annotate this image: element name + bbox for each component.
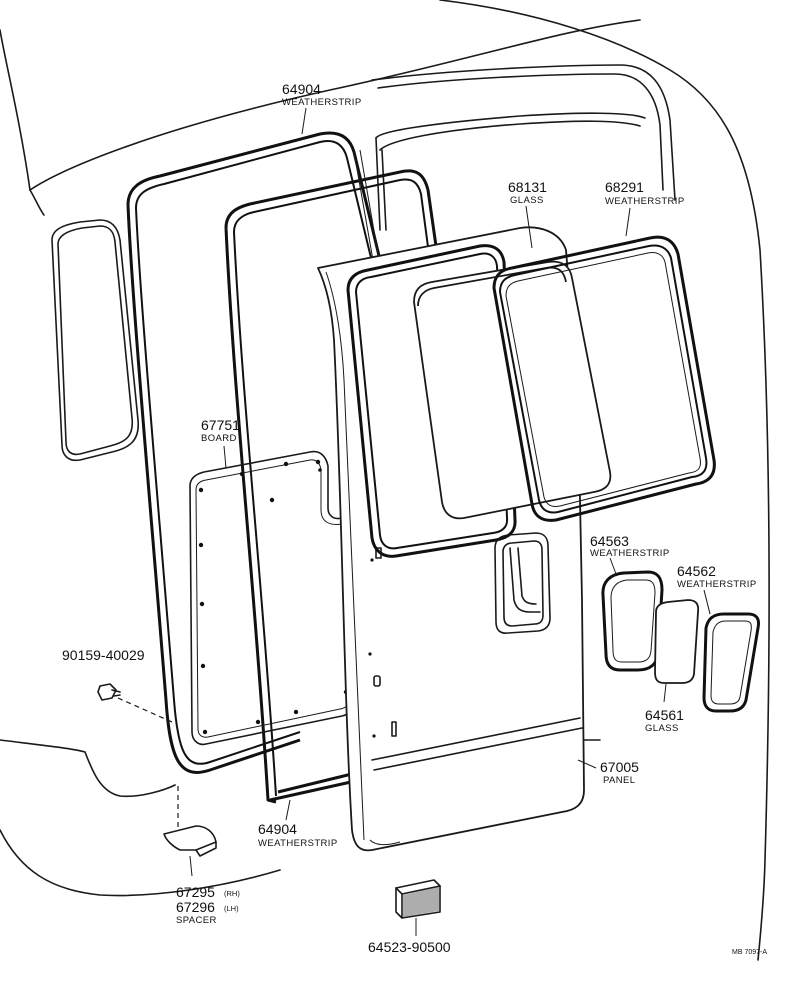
- label-weatherstrip-small-b: 64562 WEATHERSTRIP: [677, 563, 757, 590]
- lh-label: (LH): [224, 904, 239, 913]
- drawing-code: MB 7097-A: [732, 949, 767, 956]
- label-block: 64523-90500: [368, 939, 451, 955]
- part-description: WEATHERSTRIP: [590, 548, 670, 559]
- label-weatherstrip-small-a: 64563 WEATHERSTRIP: [590, 533, 670, 559]
- part-number: 68291: [605, 179, 644, 195]
- rh-label: (RH): [224, 889, 240, 898]
- part-number: 67005: [600, 759, 639, 775]
- quarter-window: [51, 219, 139, 462]
- inner-weatherstrip-frame: [224, 149, 440, 804]
- board: [189, 450, 357, 746]
- label-clip: 90159-40029: [62, 647, 145, 663]
- part-number: 90159-40029: [62, 647, 145, 663]
- part-number: 64904: [258, 821, 297, 837]
- part-number: 64561: [645, 707, 684, 723]
- part-number: 64523-90500: [368, 939, 451, 955]
- vehicle-body-outline: [0, 0, 770, 961]
- glass-weatherstrip: [492, 235, 716, 522]
- outer-weatherstrip: [126, 131, 382, 774]
- part-description: GLASS: [645, 723, 679, 734]
- part-number: 64563: [590, 533, 629, 549]
- label-panel: 67005 PANEL: [600, 759, 639, 786]
- part-number-rh: 67295: [176, 884, 215, 900]
- label-weatherstrip-lower: 64904 WEATHERSTRIP: [258, 821, 338, 849]
- part-number: 67751: [201, 417, 240, 433]
- part-number: 64904: [282, 81, 321, 97]
- part-number: 64562: [677, 563, 716, 579]
- label-glass-main: 68131 GLASS: [508, 179, 547, 206]
- small-weatherstrip-b: [702, 612, 760, 713]
- small-weatherstrip-a: [601, 570, 664, 672]
- part-description: GLASS: [510, 195, 544, 206]
- part-description: BOARD: [201, 433, 237, 444]
- part-description: PANEL: [603, 775, 635, 786]
- block-stopper: [395, 879, 441, 936]
- clip-fastener: [97, 683, 173, 723]
- part-description: WEATHERSTRIP: [605, 196, 685, 207]
- part-description: WEATHERSTRIP: [258, 838, 338, 849]
- part-description: WEATHERSTRIP: [677, 579, 757, 590]
- spacer: [163, 786, 217, 877]
- leader-lines: [223, 107, 711, 821]
- part-description: SPACER: [176, 915, 217, 926]
- part-number-lh: 67296: [176, 899, 215, 915]
- part-number: 68131: [508, 179, 547, 195]
- label-weatherstrip-glass: 68291 WEATHERSTRIP: [605, 179, 685, 207]
- label-weatherstrip-outer: 64904 WEATHERSTRIP: [282, 81, 362, 108]
- label-spacer: 67295 (RH) 67296 (LH) SPACER: [176, 884, 240, 926]
- label-board: 67751 BOARD: [201, 417, 240, 444]
- window-frame: [346, 244, 517, 558]
- small-glass: [654, 599, 700, 684]
- part-description: WEATHERSTRIP: [282, 97, 362, 108]
- label-glass-small: 64561 GLASS: [645, 707, 684, 734]
